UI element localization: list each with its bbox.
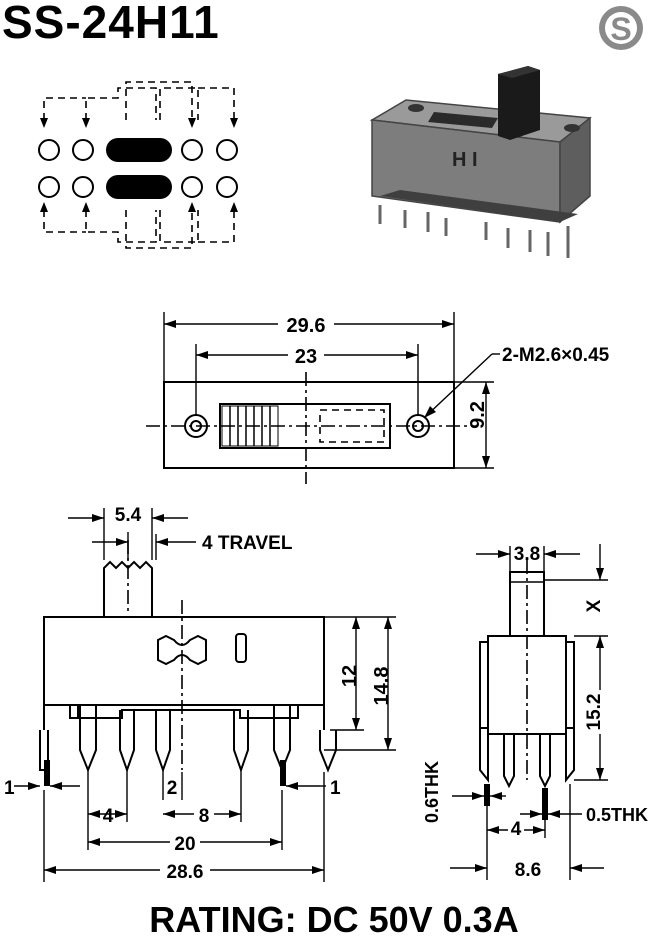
- dim-12-label: 12: [339, 665, 361, 687]
- svg-text:H I: H I: [452, 149, 478, 171]
- travel-label: 4 TRAVEL: [202, 533, 293, 554]
- dim-28-6-label: 28.6: [167, 862, 204, 883]
- side-dim-x-label: X: [584, 599, 605, 612]
- dim-4-label: 4: [103, 806, 114, 827]
- side-view-drawing: 3.8 X 15.2 0.6THK 0.5THK 4: [422, 544, 648, 881]
- dim-holes-label: 23: [295, 346, 317, 368]
- slide-switch-3d-photo: H I: [369, 66, 592, 258]
- actuator-width-label: 5.4: [115, 505, 142, 526]
- dim-20-label: 20: [174, 834, 195, 855]
- side-thk-right-label: 0.5THK: [586, 805, 648, 825]
- pin-width-right-label: 1: [330, 778, 341, 799]
- part-number-title: SS-24H11: [2, 0, 220, 48]
- rating-label: RATING: DC 50V 0.3A: [149, 899, 518, 939]
- dim-overall-label: 29.6: [287, 315, 326, 337]
- dim-2-label: 2: [167, 778, 178, 799]
- front-view-drawing: 5.4 4 TRAVEL 12 14.8 1 1 2: [4, 505, 396, 883]
- side-dim-3-8-label: 3.8: [514, 544, 540, 565]
- side-dim-15-2-label: 15.2: [584, 694, 605, 731]
- side-dim-8-6-label: 8.6: [515, 860, 541, 881]
- pin-width-left-label: 1: [4, 778, 15, 799]
- top-view-drawing: 29.6 23 9.2 2-M2.6×0.45: [146, 312, 610, 484]
- dim-14-8-label: 14.8: [371, 667, 393, 706]
- side-dim-4-label: 4: [511, 819, 522, 840]
- side-thk-left-label: 0.6THK: [422, 761, 442, 823]
- screw-spec-label: 2-M2.6×0.45: [502, 345, 610, 366]
- switch-schematic: [38, 81, 238, 249]
- dim-height-label: 9.2: [467, 401, 489, 429]
- dim-8-label: 8: [199, 806, 210, 827]
- s-circle-logo: S: [599, 6, 643, 50]
- svg-text:S: S: [610, 11, 631, 47]
